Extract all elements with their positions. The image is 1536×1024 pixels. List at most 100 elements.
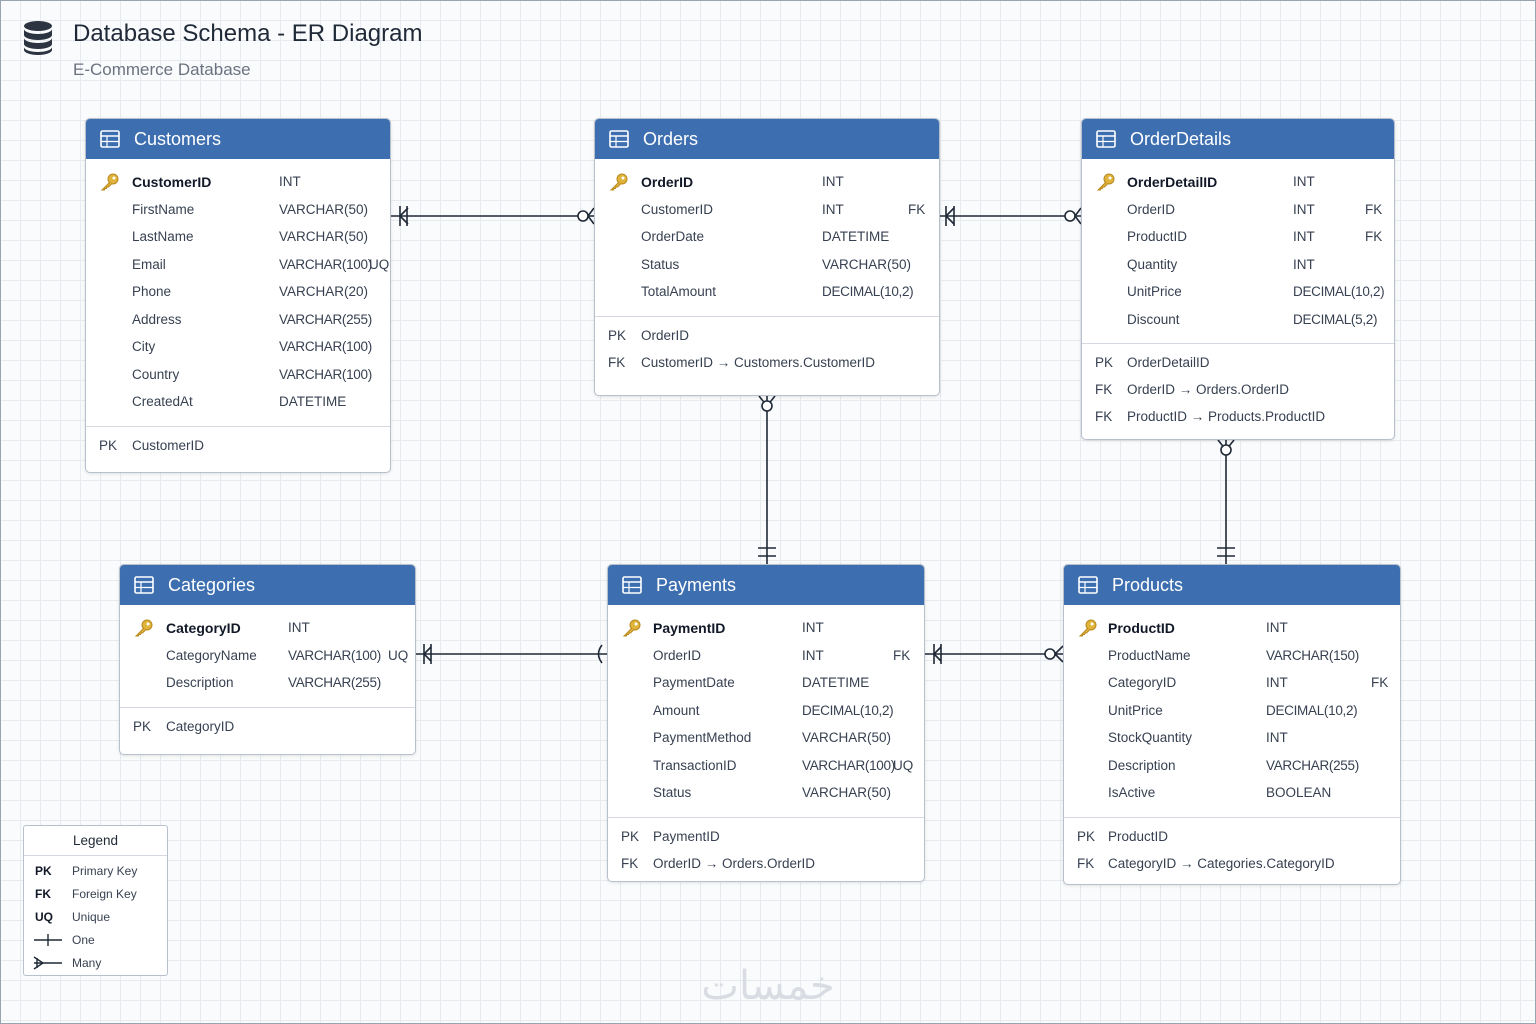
legend-abbr: UQ bbox=[35, 910, 53, 924]
primary-key-icon bbox=[609, 173, 628, 191]
column-type: INT bbox=[279, 174, 301, 189]
primary-key-icon bbox=[100, 173, 119, 191]
svg-text:خمسات: خمسات bbox=[701, 963, 834, 1009]
column-row[interactable]: ProductID INT bbox=[1064, 616, 1400, 644]
column-name: Description bbox=[166, 675, 234, 690]
column-constraint: FK bbox=[1365, 201, 1383, 217]
legend-title: Legend bbox=[24, 826, 167, 856]
table-header[interactable]: Customers bbox=[86, 119, 390, 159]
table-header[interactable]: Products bbox=[1064, 565, 1400, 605]
column-constraint: UQ bbox=[369, 256, 390, 272]
key-definition: ProductID → Products.ProductID bbox=[1127, 409, 1326, 424]
divider bbox=[86, 425, 390, 427]
column-type: INT bbox=[1266, 730, 1288, 745]
column-name: OrderID bbox=[653, 647, 702, 663]
key-definition: OrderID → Orders.OrderID bbox=[653, 855, 816, 871]
column-type: VARCHAR(50) bbox=[802, 730, 892, 745]
relationship-orders-orderdetails[interactable] bbox=[940, 206, 1082, 226]
column-name: CustomerID bbox=[132, 174, 212, 190]
key-type: PK bbox=[608, 327, 627, 343]
table-title: Products bbox=[1112, 574, 1184, 595]
column-type: INT bbox=[1266, 620, 1288, 635]
column-name: StockQuantity bbox=[1108, 730, 1193, 745]
column-name: Address bbox=[132, 311, 182, 327]
table-header[interactable]: Payments bbox=[608, 565, 924, 605]
key-row: PK OrderID bbox=[595, 323, 939, 350]
column-row[interactable]: CustomerID INT bbox=[86, 170, 390, 198]
table-header[interactable]: Orders bbox=[595, 119, 939, 159]
relationship-orders-payments[interactable] bbox=[758, 395, 776, 564]
column-row[interactable]: StockQuantity INT bbox=[1064, 726, 1400, 754]
column-type: VARCHAR(20) bbox=[279, 284, 369, 299]
column-type: INT bbox=[288, 620, 310, 635]
column-name: Discount bbox=[1127, 311, 1180, 327]
table-header[interactable]: OrderDetails bbox=[1082, 119, 1394, 159]
legend-item-pk: PK Primary Key bbox=[24, 860, 167, 883]
legend-text: Unique bbox=[72, 910, 111, 924]
watermark-logo: خمسات bbox=[701, 963, 834, 1009]
legend-text: One bbox=[72, 933, 95, 947]
relationship-payments-products[interactable] bbox=[925, 644, 1064, 664]
legend-item-uq: UQ Unique bbox=[24, 906, 167, 929]
key-definition: OrderID bbox=[641, 327, 690, 343]
table-header[interactable]: Categories bbox=[120, 565, 415, 605]
relationship-customers-orders[interactable] bbox=[391, 206, 595, 226]
relationship-orderdetails-products[interactable] bbox=[1217, 439, 1235, 564]
column-name: ProductID bbox=[1108, 620, 1175, 636]
column-type: VARCHAR(100) bbox=[279, 256, 372, 272]
key-type: PK bbox=[1077, 828, 1096, 844]
column-name: ProductName bbox=[1108, 647, 1191, 663]
column-type: INT bbox=[802, 647, 824, 663]
column-name: LastName bbox=[132, 229, 194, 244]
relationship-categories-payments[interactable] bbox=[416, 644, 607, 664]
column-type: VARCHAR(50) bbox=[822, 256, 912, 272]
